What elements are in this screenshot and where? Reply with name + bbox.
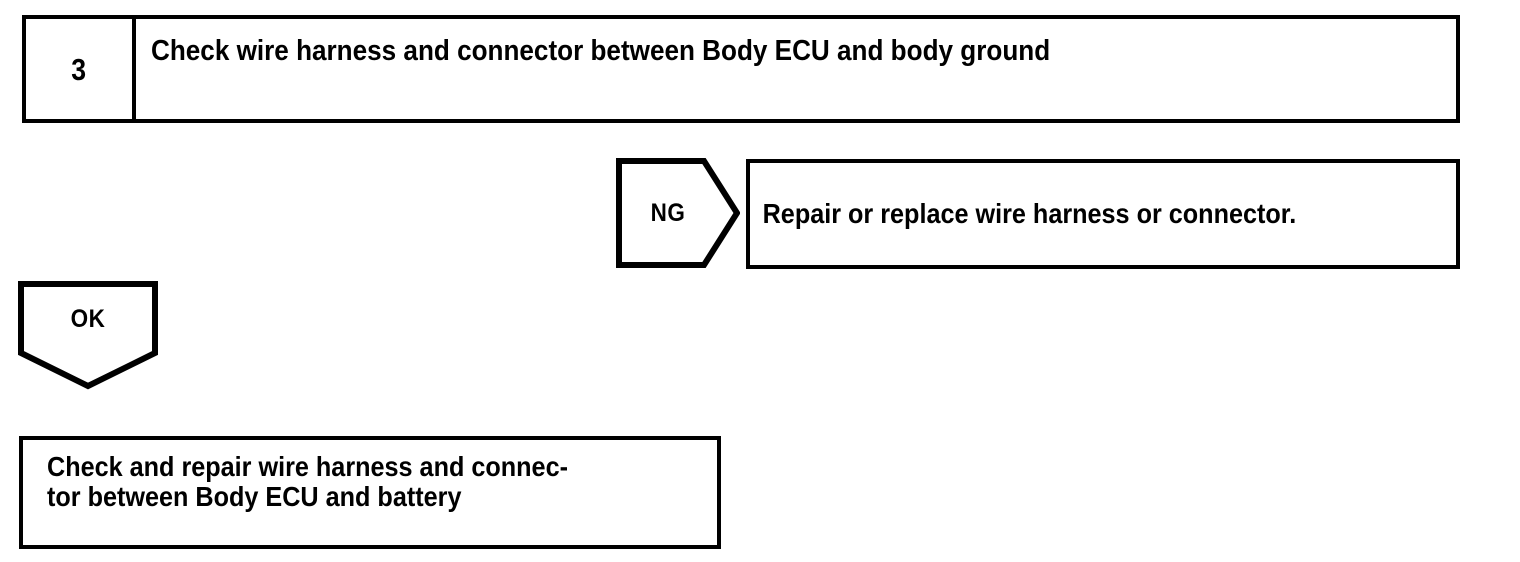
ng-action-box: Repair or replace wire harness or connec… bbox=[746, 159, 1460, 269]
step-number-cell: 3 bbox=[26, 19, 136, 119]
step-instruction-cell: Check wire harness and connector between… bbox=[136, 19, 1456, 119]
ok-action-line-2: tor between Body ECU and battery bbox=[47, 481, 462, 513]
ng-action-text: Repair or replace wire harness or connec… bbox=[762, 198, 1297, 230]
step-instruction-text: Check wire harness and connector between… bbox=[151, 35, 1051, 67]
ok-label: OK bbox=[70, 304, 106, 333]
ok-action-box: Check and repair wire harness and connec… bbox=[19, 436, 721, 549]
step-number: 3 bbox=[71, 51, 87, 87]
ng-label: NG bbox=[650, 198, 686, 227]
ok-arrow-connector: OK bbox=[18, 281, 158, 391]
ok-action-line-1: Check and repair wire harness and connec… bbox=[47, 451, 568, 482]
ng-arrow-connector: NG bbox=[616, 158, 740, 268]
ng-arrow-shape bbox=[616, 158, 740, 268]
step-row: 3 Check wire harness and connector betwe… bbox=[22, 15, 1460, 123]
ok-arrow-shape bbox=[18, 281, 158, 390]
